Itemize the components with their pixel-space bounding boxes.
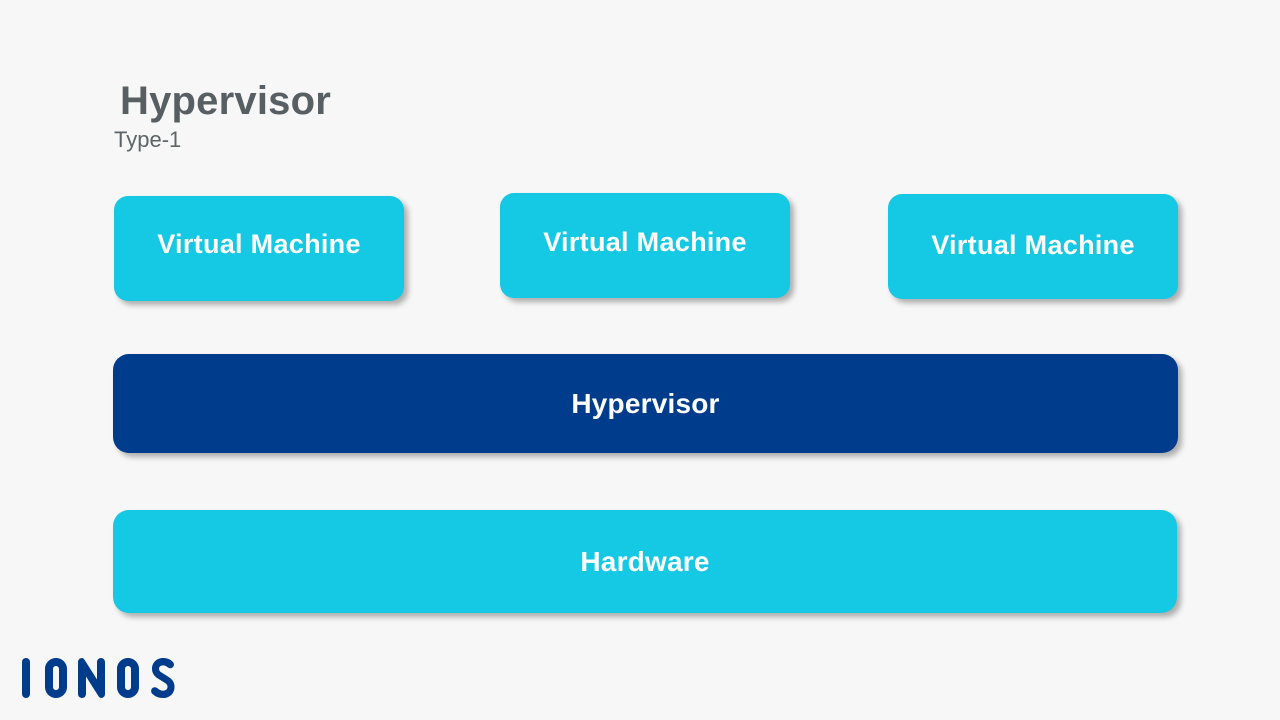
- ionos-logo: [18, 656, 178, 700]
- hardware-layer-bar: Hardware: [113, 510, 1177, 613]
- virtual-machine-label: Virtual Machine: [931, 230, 1135, 260]
- hypervisor-layer-bar: Hypervisor: [113, 354, 1178, 453]
- hardware-layer-label: Hardware: [580, 545, 710, 577]
- virtual-machine-box-3: Virtual Machine: [888, 194, 1178, 299]
- page-title: Hypervisor: [120, 79, 331, 123]
- ionos-logo-icon: [22, 658, 175, 698]
- virtual-machine-label: Virtual Machine: [543, 227, 747, 257]
- heading-block: Hypervisor Type-1: [114, 78, 714, 154]
- hypervisor-layer-label: Hypervisor: [571, 387, 720, 419]
- virtual-machine-box-2: Virtual Machine: [500, 193, 790, 298]
- virtual-machine-box-1: Virtual Machine: [114, 196, 404, 301]
- page-subtitle: Type-1: [114, 127, 182, 152]
- virtual-machine-label: Virtual Machine: [157, 229, 361, 259]
